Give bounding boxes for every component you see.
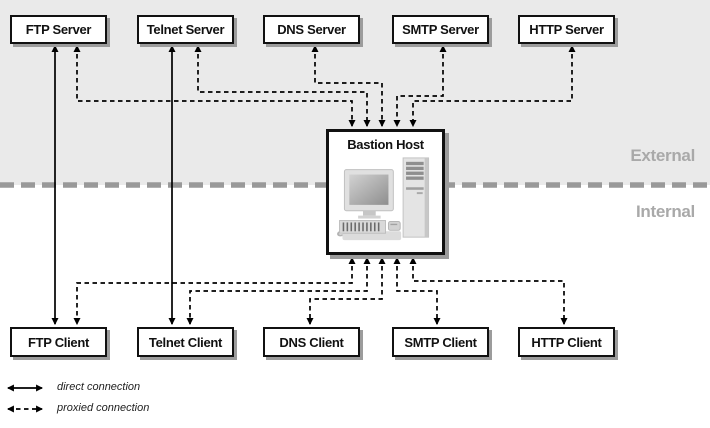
proxied-bastion-to-http-client <box>409 256 568 326</box>
server-box-smtp: SMTP Server <box>392 15 489 44</box>
client-box-smtp: SMTP Client <box>392 327 489 357</box>
client-label-ftp: FTP Client <box>27 334 90 350</box>
client-label-http: HTTP Client <box>531 334 602 350</box>
server-box-http: HTTP Server <box>518 15 615 44</box>
server-box-telnet: Telnet Server <box>137 15 234 44</box>
proxied-bastion-to-smtp-client <box>393 256 441 326</box>
legend-proxied-label: proxied connection <box>57 402 150 414</box>
client-label-dns: DNS Client <box>279 334 344 350</box>
client-box-dns: DNS Client <box>263 327 360 357</box>
server-box-ftp: FTP Server <box>10 15 107 44</box>
proxied-http-server-to-bastion <box>409 44 576 128</box>
server-label-http: HTTP Server <box>529 22 604 37</box>
legend-direct-label: direct connection <box>57 381 141 393</box>
proxied-ftp-server-to-bastion <box>73 44 356 128</box>
server-label-smtp: SMTP Server <box>402 22 479 37</box>
desktop-computer-icon <box>336 157 429 241</box>
bastion-host-box: Bastion Host <box>326 129 445 255</box>
proxied-telnet-server-to-bastion <box>194 44 371 128</box>
server-box-dns: DNS Server <box>263 15 360 44</box>
proxied-bastion-to-dns-client <box>306 256 386 326</box>
proxied-smtp-server-to-bastion <box>393 44 447 128</box>
proxied-dns-server-to-bastion <box>311 44 386 128</box>
client-box-ftp: FTP Client <box>10 327 107 357</box>
internal-zone-label: Internal <box>635 202 695 221</box>
client-label-telnet: Telnet Client <box>148 334 223 350</box>
client-box-telnet: Telnet Client <box>137 327 234 357</box>
server-label-ftp: FTP Server <box>25 22 92 37</box>
client-label-smtp: SMTP Client <box>404 334 477 350</box>
client-box-http: HTTP Client <box>518 327 615 357</box>
proxied-bastion-to-telnet-client <box>186 256 371 326</box>
bastion-host-label: Bastion Host <box>347 137 424 152</box>
server-label-dns: DNS Server <box>277 22 346 37</box>
server-label-telnet: Telnet Server <box>146 22 225 37</box>
external-zone-label: External <box>630 146 695 165</box>
